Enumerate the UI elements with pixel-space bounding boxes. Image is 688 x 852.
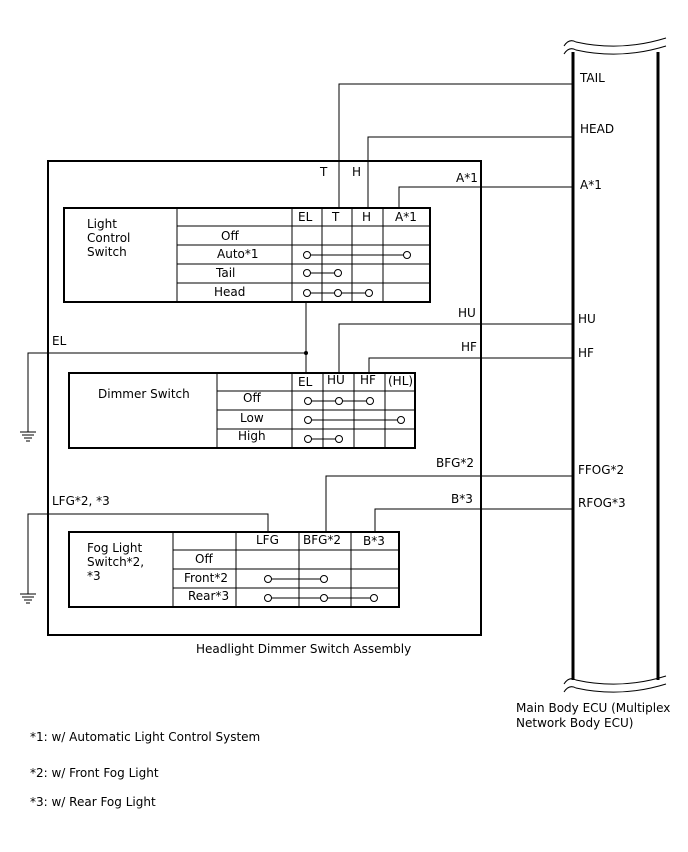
assembly-name: Headlight Dimmer Switch Assembly bbox=[196, 642, 411, 656]
lcs-row-head: Head bbox=[214, 285, 245, 299]
ecu-terminal-tail: TAIL bbox=[579, 71, 605, 85]
lcs-name-line3: Switch bbox=[87, 245, 127, 259]
lcs-col-a1: A*1 bbox=[395, 210, 417, 224]
dimmer-row-low: Low bbox=[240, 411, 264, 425]
ecu-terminal-rfog: RFOG*3 bbox=[578, 496, 626, 510]
fog-name-line1: Fog Light bbox=[87, 541, 142, 555]
wire-label-hf: HF bbox=[461, 340, 477, 354]
wire-label-b3: B*3 bbox=[451, 492, 473, 506]
assembly-outline bbox=[47, 160, 482, 636]
dimmer-name: Dimmer Switch bbox=[98, 387, 190, 401]
fog-name-line3: *3 bbox=[87, 569, 101, 583]
wire-label-t: T bbox=[319, 165, 328, 179]
fog-col-b3: B*3 bbox=[363, 534, 385, 548]
dimmer-col-hf: HF bbox=[360, 373, 376, 387]
lcs-col-h: H bbox=[362, 210, 371, 224]
light-control-switch: Light Control Switch EL T H A*1 Off Auto… bbox=[63, 207, 431, 303]
note-2: *2: w/ Front Fog Light bbox=[30, 766, 159, 780]
ecu-terminal-hf: HF bbox=[578, 346, 594, 360]
ecu-terminal-a1: A*1 bbox=[580, 178, 602, 192]
lcs-col-el: EL bbox=[298, 210, 313, 224]
wires bbox=[27, 83, 573, 594]
fog-row-rear: Rear*3 bbox=[188, 589, 229, 603]
dimmer-col-el: EL bbox=[298, 375, 313, 389]
note-3: *3: w/ Rear Fog Light bbox=[30, 795, 156, 809]
dimmer-switch: Dimmer Switch EL HU HF (HL) Off Low High bbox=[68, 372, 416, 449]
wire-label-a1: A*1 bbox=[456, 171, 478, 185]
lcs-row-off: Off bbox=[221, 229, 239, 243]
dimmer-col-hl: (HL) bbox=[388, 374, 413, 388]
lcs-col-t: T bbox=[331, 210, 340, 224]
ground-icon-lfg bbox=[20, 593, 36, 604]
note-1: *1: w/ Automatic Light Control System bbox=[30, 730, 260, 744]
fog-row-front: Front*2 bbox=[184, 571, 228, 585]
main-body-ecu: Main Body ECU (Multiplex Network Body EC… bbox=[516, 37, 670, 730]
wire-label-lfg: LFG*2, *3 bbox=[52, 494, 110, 508]
dimmer-row-high: High bbox=[238, 429, 266, 443]
ecu-terminal-head: HEAD bbox=[580, 122, 614, 136]
fog-row-off: Off bbox=[195, 552, 213, 566]
wire-label-h: H bbox=[352, 165, 361, 179]
dimmer-col-hu: HU bbox=[327, 373, 345, 387]
fog-col-lfg: LFG bbox=[256, 533, 279, 547]
lcs-name-line1: Light bbox=[87, 217, 117, 231]
wire-label-bfg: BFG*2 bbox=[436, 456, 474, 470]
lcs-row-auto: Auto*1 bbox=[217, 247, 259, 261]
ecu-terminal-hu: HU bbox=[578, 312, 596, 326]
ecu-name-line2: Network Body ECU) bbox=[516, 716, 633, 730]
fog-col-bfg: BFG*2 bbox=[303, 533, 341, 547]
lcs-row-tail: Tail bbox=[215, 266, 235, 280]
wire-label-hu: HU bbox=[458, 306, 476, 320]
wire-label-el: EL bbox=[52, 334, 67, 348]
ecu-name-line1: Main Body ECU (Multiplex bbox=[516, 701, 670, 715]
fog-light-switch: Fog Light Switch*2, *3 LFG BFG*2 B*3 Off… bbox=[68, 531, 400, 608]
ground-icon-el bbox=[20, 431, 36, 442]
dimmer-row-off: Off bbox=[243, 391, 261, 405]
ecu-terminal-ffog: FFOG*2 bbox=[578, 463, 624, 477]
fog-name-line2: Switch*2, bbox=[87, 555, 144, 569]
lcs-name-line2: Control bbox=[87, 231, 130, 245]
